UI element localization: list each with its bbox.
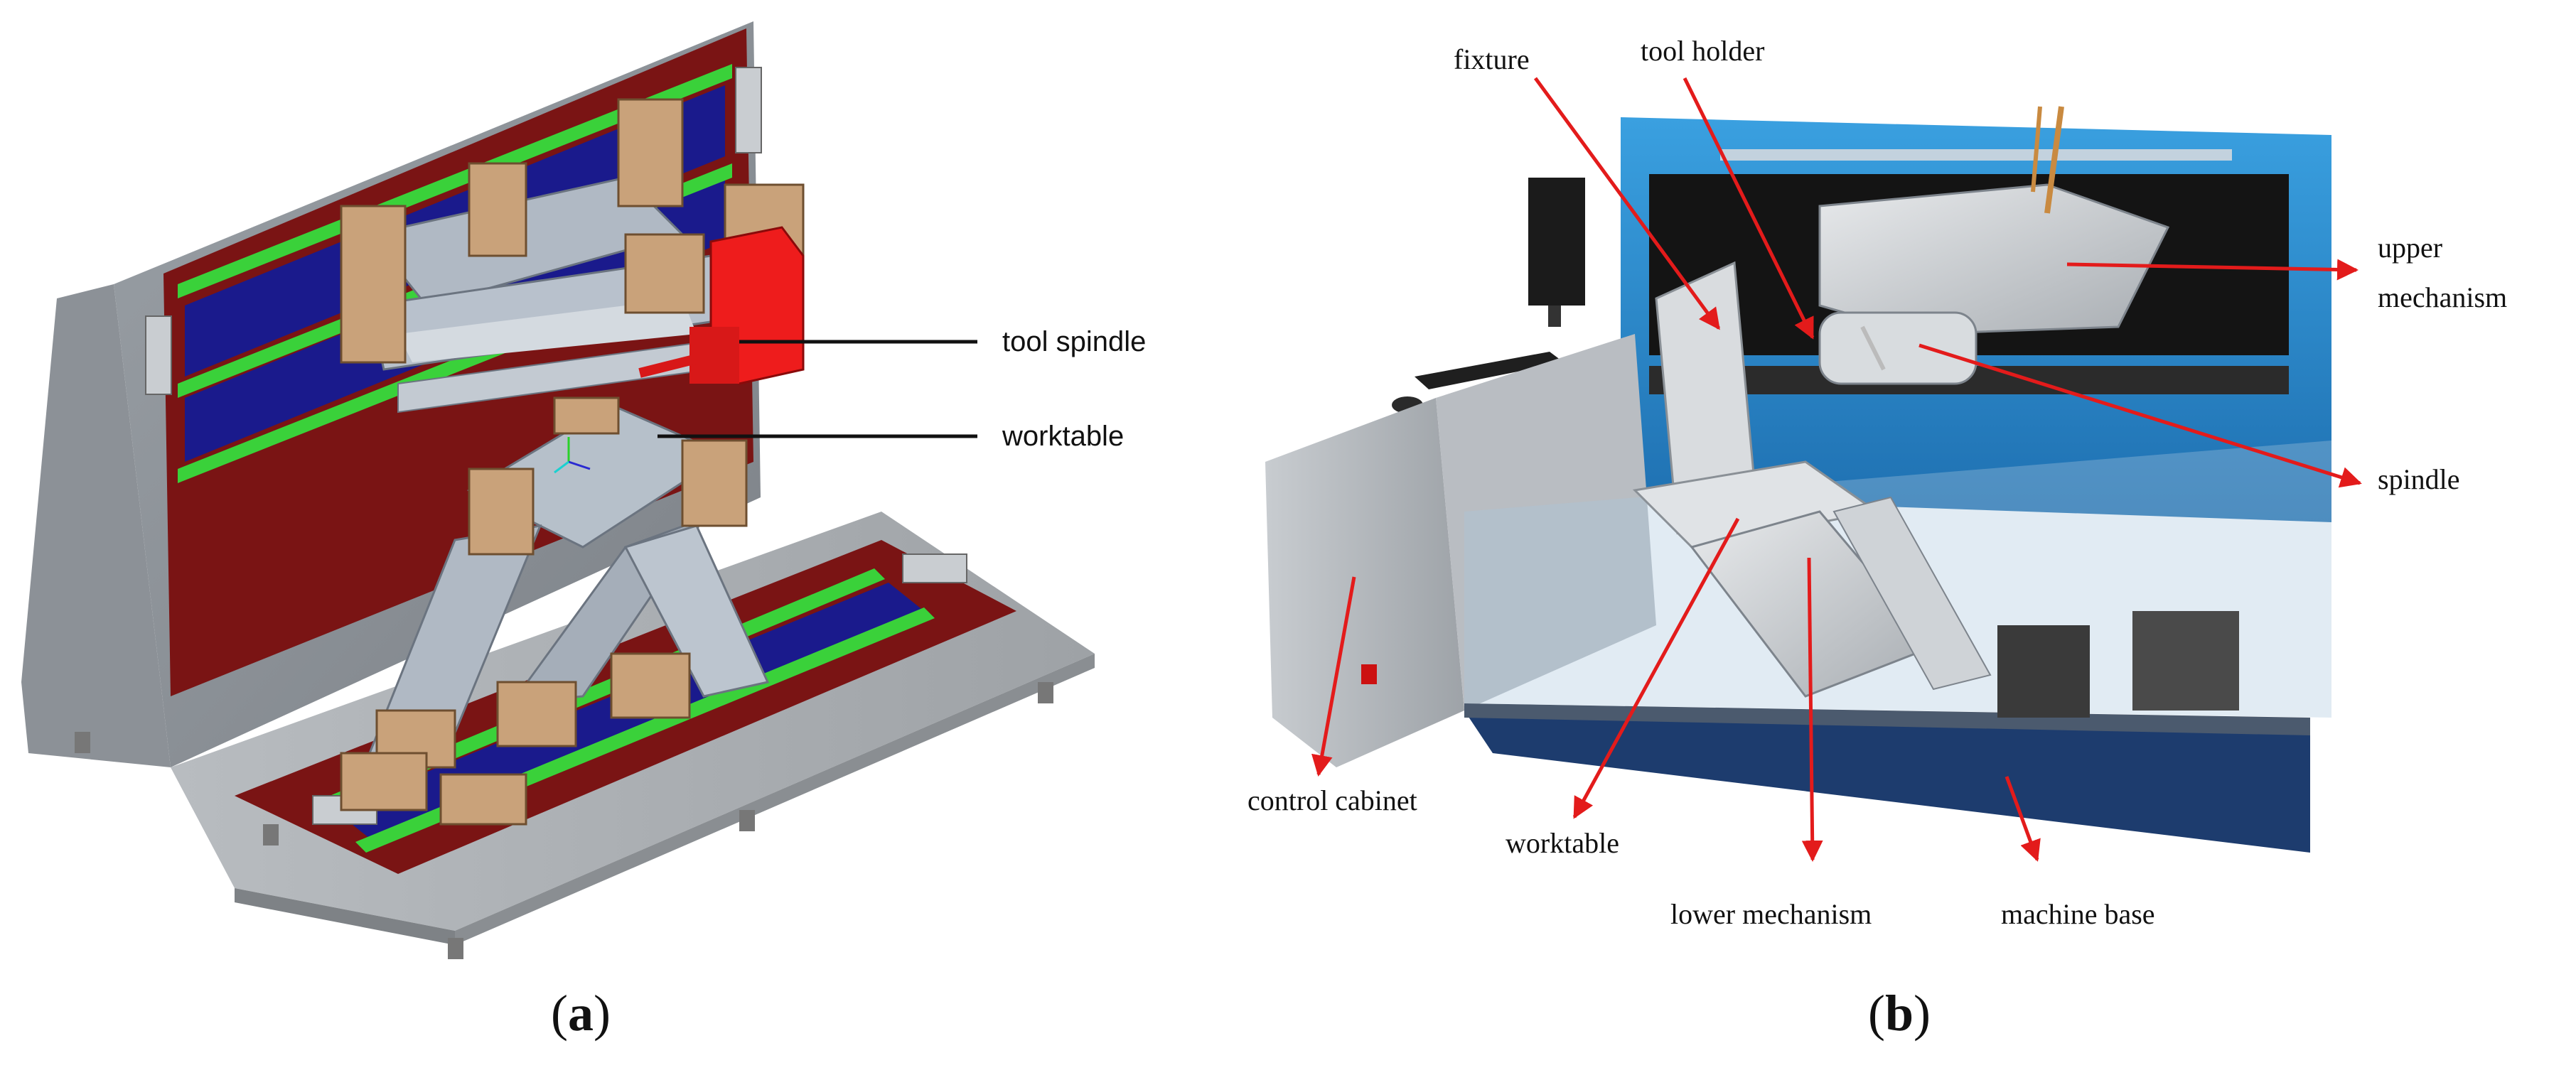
- monitor-stand: [1548, 306, 1561, 327]
- back-wall-side: [21, 284, 171, 767]
- label-upper-mechanism-line2: mechanism: [2378, 281, 2507, 313]
- lower-block: [681, 439, 748, 527]
- lower-block: [468, 468, 535, 556]
- label-tool-holder: tool holder: [1641, 35, 1764, 67]
- cable-2: [2031, 106, 2042, 193]
- spindle-housing: [689, 327, 739, 384]
- bellows: [1997, 625, 2090, 718]
- upper-block: [624, 233, 705, 314]
- foot: [1038, 682, 1053, 703]
- panel-b-leaders: [1311, 77, 2362, 862]
- arrow-upper-mechanism: [2066, 259, 2358, 281]
- lower-block: [610, 652, 691, 719]
- end-cap-left: [145, 315, 172, 395]
- caption-a: (a): [551, 985, 611, 1042]
- end-cap-right: [735, 67, 762, 153]
- panel-a-illustration: tool spindle worktable (a): [21, 21, 1146, 1042]
- keyboard: [1415, 352, 1564, 389]
- control-cabinet-side: [1436, 334, 1656, 711]
- lower-block: [439, 773, 527, 826]
- upper-block: [468, 162, 527, 257]
- foot: [263, 824, 279, 846]
- back-rail-1: [178, 64, 732, 298]
- arrow-tool-holder: [1683, 77, 1815, 340]
- label-tool-spindle: tool spindle: [1002, 326, 1146, 357]
- arrow-lower-mechanism: [1801, 557, 1823, 862]
- lower-block: [340, 752, 428, 811]
- base-plate-edge-2: [455, 654, 1095, 945]
- axis-gizmo: [568, 460, 591, 470]
- lower-leg-b: [1832, 496, 1992, 691]
- arrow-machine-base: [2005, 776, 2041, 862]
- machine-base-top: [1464, 703, 2310, 735]
- upper-strut: [398, 298, 697, 362]
- arrow-control-cabinet: [1311, 576, 1356, 777]
- cabinet-switch: [1361, 664, 1377, 684]
- label-fixture: fixture: [1454, 43, 1530, 75]
- control-cabinet-body: [1265, 398, 1464, 767]
- spindle-tool: [638, 354, 698, 378]
- monitor: [1528, 178, 1585, 306]
- rod: [1860, 325, 1886, 371]
- spindle-b: [1818, 311, 1977, 385]
- label-upper-mechanism-line1: upper: [2378, 232, 2442, 264]
- upper-mechanism-a: [340, 98, 805, 414]
- caption-b: (b): [1868, 985, 1931, 1042]
- foot: [75, 732, 90, 753]
- label-machine-base: machine base: [2001, 898, 2155, 930]
- lower-block: [496, 681, 577, 747]
- cable: [2044, 106, 2064, 214]
- label-lower-mechanism: lower mechanism: [1670, 898, 1872, 930]
- arrow-worktable: [1572, 517, 1740, 819]
- base-plate-edge: [235, 888, 455, 945]
- machine-base-b: [1464, 711, 2310, 853]
- arrow-spindle: [1918, 343, 2362, 488]
- lower-mechanism-a: [340, 396, 770, 826]
- lower-block: [553, 396, 620, 435]
- foot: [739, 810, 755, 831]
- label-worktable: worktable: [1002, 421, 1124, 452]
- upper-block: [340, 205, 407, 364]
- bellows-2: [2132, 611, 2239, 711]
- upper-mechanism-b: [1818, 183, 2170, 335]
- lower-leg-3: [623, 524, 770, 698]
- label-worktable-b: worktable: [1506, 827, 1619, 859]
- foot: [448, 938, 463, 959]
- upper-block: [617, 98, 684, 207]
- frame-top-bar: [1720, 149, 2232, 161]
- arrow-fixture: [1533, 77, 1721, 330]
- bottom-end-cap-2: [902, 553, 967, 583]
- panel-b-photo: [1265, 106, 2331, 853]
- label-spindle: spindle: [2378, 463, 2460, 495]
- label-control-cabinet: control cabinet: [1247, 784, 1417, 816]
- axis-gizmo: [554, 460, 569, 474]
